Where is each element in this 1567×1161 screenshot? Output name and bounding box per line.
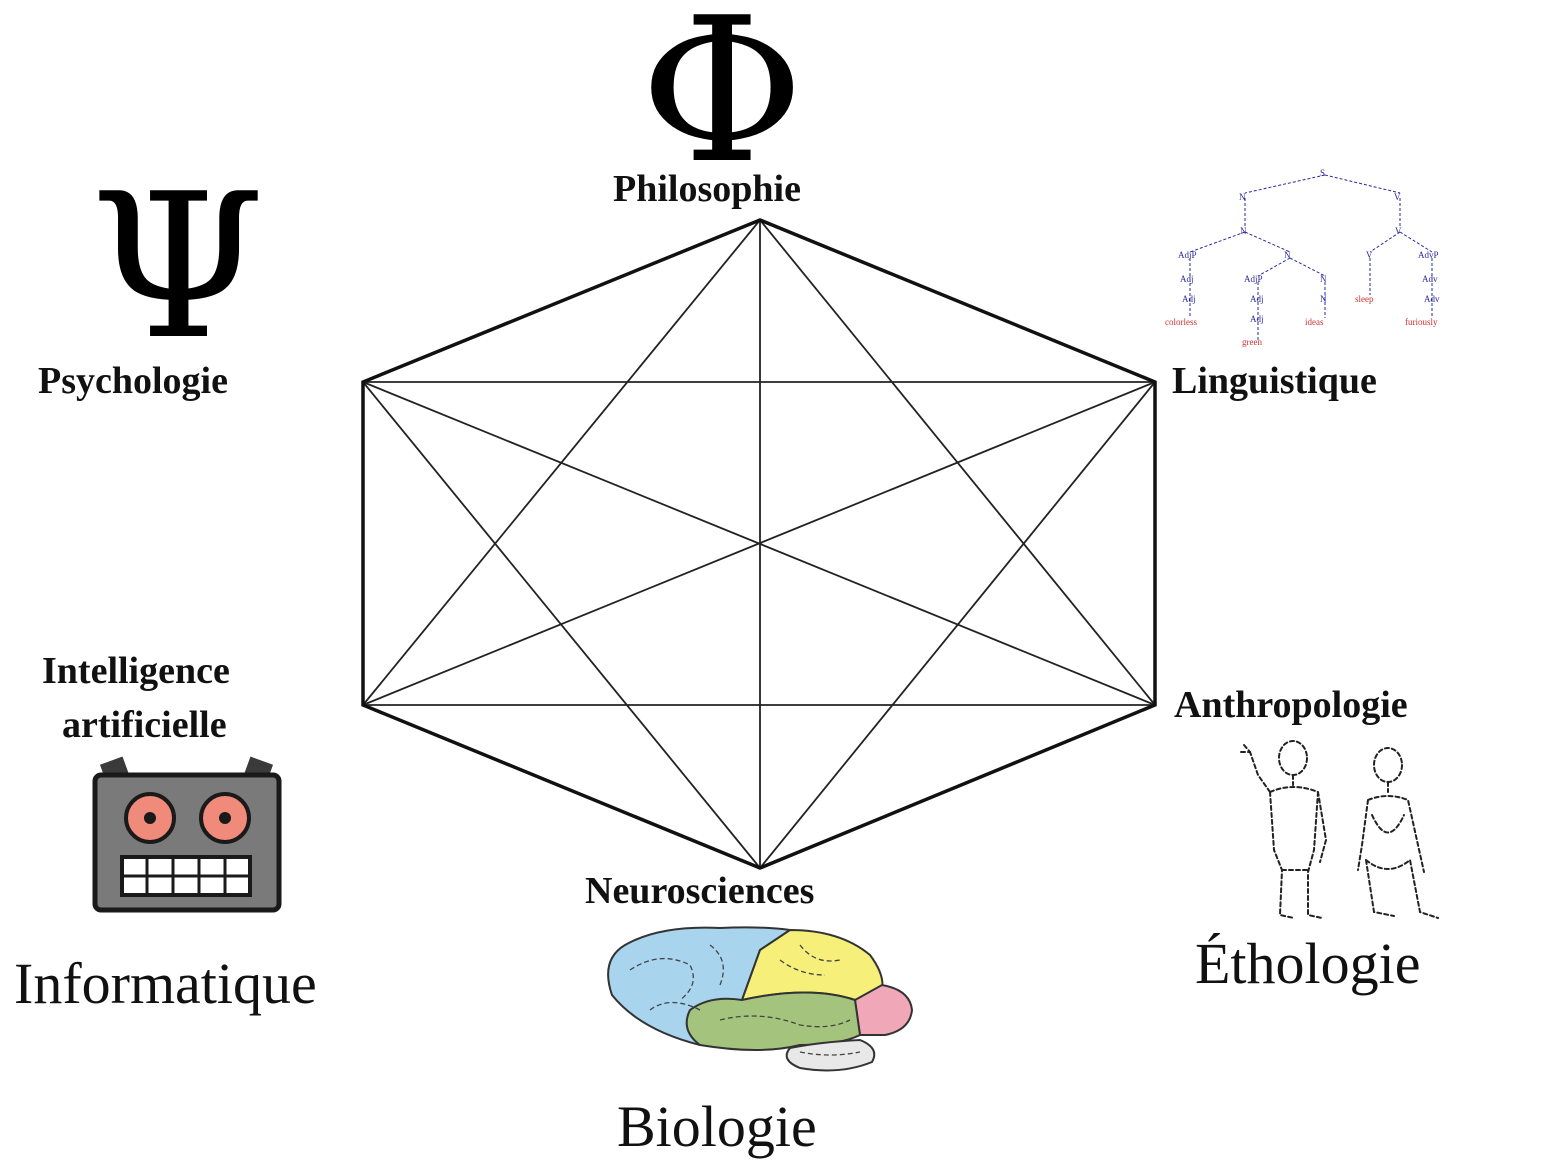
label-philosophie: Philosophie <box>613 168 801 210</box>
svg-text:colorless: colorless <box>1165 317 1197 327</box>
svg-text:Adj: Adj <box>1250 314 1264 324</box>
svg-text:AdjP: AdjP <box>1178 250 1197 260</box>
caption-ethologie: Éthologie <box>1195 931 1421 996</box>
label-neurosciences: Neurosciences <box>585 870 815 912</box>
psi-icon: Ψ <box>90 151 266 384</box>
svg-text:green: green <box>1242 337 1262 347</box>
syntax-tree-icon: S N V N V AdjP N V AdvP AdjP N Adj Adv A… <box>1165 168 1440 347</box>
hexagon-outline <box>361 218 1157 870</box>
brain-cerebellum <box>785 1038 876 1072</box>
svg-text:Adv: Adv <box>1424 294 1440 304</box>
brain-occipital-lobe <box>853 983 914 1036</box>
svg-text:V: V <box>1394 192 1401 202</box>
edge-ling-neuro <box>759 381 1156 869</box>
svg-text:N: N <box>1240 226 1247 236</box>
svg-text:V: V <box>1395 226 1402 236</box>
label-intelligence: Intelligence <box>42 650 230 692</box>
svg-text:N: N <box>1239 192 1246 202</box>
svg-text:N: N <box>1320 294 1327 304</box>
caption-informatique: Informatique <box>14 951 317 1016</box>
brain-frontal-lobe <box>607 926 793 1047</box>
label-psychologie: Psychologie <box>38 360 228 402</box>
label-anthropologie: Anthropologie <box>1174 684 1408 726</box>
svg-text:Adj: Adj <box>1250 294 1264 304</box>
svg-text:Adj: Adj <box>1180 274 1194 284</box>
svg-text:N: N <box>1320 274 1327 284</box>
caption-biologie: Biologie <box>617 1094 817 1159</box>
svg-text:ideas: ideas <box>1305 317 1324 327</box>
label-linguistique: Linguistique <box>1172 360 1377 402</box>
hexagon-diagonals <box>362 219 1156 869</box>
robot-icon <box>92 756 282 913</box>
svg-text:V: V <box>1366 250 1373 260</box>
svg-text:S: S <box>1320 168 1325 178</box>
svg-text:Adj: Adj <box>1182 294 1196 304</box>
svg-text:AdvP: AdvP <box>1418 250 1439 260</box>
svg-text:AdjP: AdjP <box>1244 274 1263 284</box>
phi-icon: Φ <box>640 0 804 208</box>
brain-icon <box>607 926 914 1072</box>
svg-text:furiously: furiously <box>1405 317 1438 327</box>
human-figures-icon <box>1240 740 1439 919</box>
edge-ling-ia <box>362 381 1156 706</box>
svg-text:N: N <box>1284 250 1291 260</box>
svg-text:sleep: sleep <box>1355 294 1374 304</box>
svg-text:Adv: Adv <box>1422 274 1438 284</box>
label-artificielle: artificielle <box>62 704 227 746</box>
brain-temporal-lobe <box>685 991 862 1051</box>
